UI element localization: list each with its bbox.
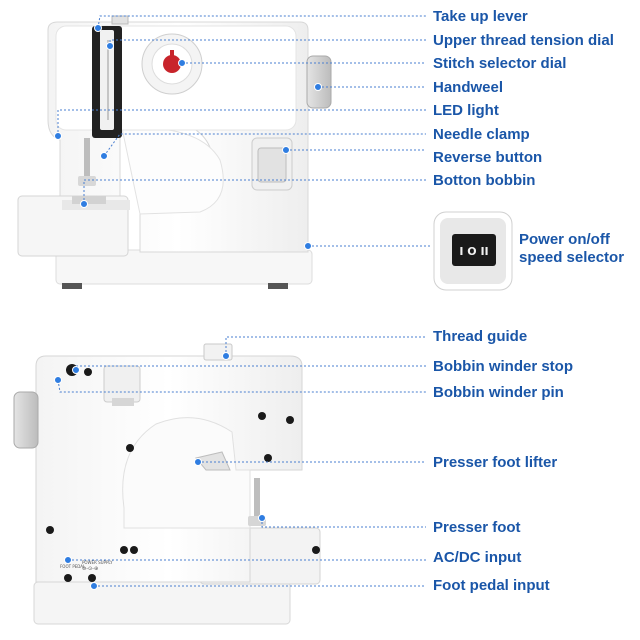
label-presser-foot: Presser foot: [433, 519, 521, 536]
rear-view-machine: FOOT PEDAL POWER SUPPLY ⊖-⊙-⊕: [13, 343, 321, 625]
dot-led-light: [54, 132, 62, 140]
power-supply-port-label: POWER SUPPLY: [82, 560, 113, 565]
dot-bobbin-winder-stop: [72, 366, 80, 374]
label-presser-foot-lifter: Presser foot lifter: [433, 454, 558, 471]
power-switch-text: I O II: [459, 245, 488, 258]
dot-handweel: [314, 83, 322, 91]
power-switch-inset: I O II: [433, 211, 513, 291]
foot-pedal-port-label: FOOT PEDAL: [60, 564, 86, 569]
leader-thread-guide: [225, 336, 426, 356]
leader-take-up-lever: [97, 15, 426, 29]
dot-thread-guide: [222, 352, 230, 360]
power-polarity-symbol: ⊖-⊙-⊕: [82, 566, 98, 572]
label-foot-pedal-input: Foot pedal input: [433, 577, 550, 594]
dot-foot-pedal-input: [90, 582, 98, 590]
label-handweel: Handweel: [433, 79, 504, 96]
dot-power-switch: [304, 242, 312, 250]
leader-bobbin-winder-pin: [57, 379, 426, 393]
label-ac-dc-input: AC/DC input: [433, 549, 522, 566]
leader-botton-bobbin: [83, 179, 426, 204]
label-power-line-2: speed selector: [519, 249, 625, 266]
leader-needle-clamp: [103, 133, 426, 157]
leader-presser-foot: [261, 518, 426, 528]
dot-stitch-selector-dial: [178, 59, 186, 67]
dot-botton-bobbin: [80, 200, 88, 208]
label-led-light: LED light: [433, 102, 499, 119]
label-take-up-lever: Take up lever: [433, 8, 528, 25]
label-thread-guide: Thread guide: [433, 328, 528, 345]
label-needle-clamp: Needle clamp: [433, 126, 530, 143]
label-bobbin-winder-pin: Bobbin winder pin: [433, 384, 564, 401]
front-view-machine: [17, 15, 332, 289]
dot-ac-dc-input: [64, 556, 72, 564]
dot-needle-clamp: [100, 152, 108, 160]
leader-dots: [54, 24, 322, 590]
label-stitch-selector-dial: Stitch selector dial: [433, 55, 567, 72]
label-upper-thread-tension-dial: Upper thread tension dial: [433, 32, 614, 49]
label-power-speed-selector: Power on/off speed selector: [519, 231, 637, 267]
dot-upper-thread-tension-dial: [106, 42, 114, 50]
label-bobbin-winder-stop: Bobbin winder stop: [433, 358, 573, 375]
dot-bobbin-winder-pin: [54, 376, 62, 384]
dot-presser-foot-lifter: [194, 458, 202, 466]
label-botton-bobbin: Botton bobbin: [433, 172, 536, 189]
dot-reverse-button: [282, 146, 290, 154]
leader-led-light: [57, 109, 426, 136]
dot-take-up-lever: [94, 24, 102, 32]
label-reverse-button: Reverse button: [433, 149, 543, 166]
dot-presser-foot: [258, 514, 266, 522]
label-power-line-1: Power on/off: [519, 231, 610, 248]
